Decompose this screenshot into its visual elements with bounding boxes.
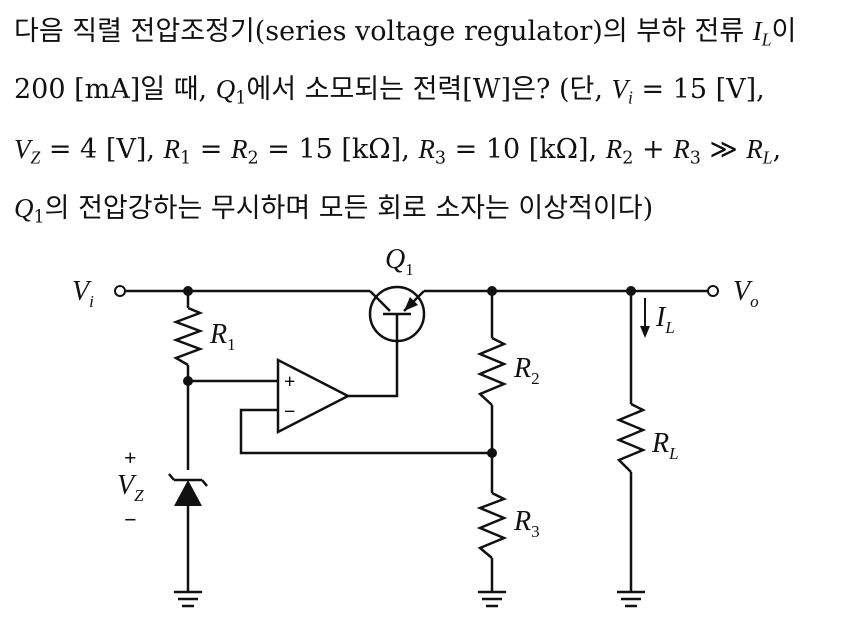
label-r2: R2 [513,353,540,388]
q1-symbol: Q [215,74,236,105]
r3-value: = 10 [kΩ], [446,133,606,165]
vi-symbol: V [611,74,629,105]
vz-minus: − [124,507,137,532]
transistor-circle [368,285,426,343]
problem-line-1: 다음 직렬 전압조정기(series voltage regulator)의 부… [14,6,859,64]
r2b-symbol: R [605,133,623,164]
circuit-labels: Vi Vo Q1 R1 R2 R3 RL IL VZ + − [72,244,759,541]
vz-symbol: V [14,133,31,164]
q1-symbol-2: Q [14,192,34,223]
label-vo: Vo [733,276,759,311]
rl-subscript: L [762,146,773,167]
vo-terminal [707,285,719,297]
label-q1: Q1 [385,244,414,279]
load-current-symbol: I [752,16,762,46]
line1-tail: 이 [771,16,797,47]
r3b-symbol: R [673,133,690,164]
zener-triangle [174,480,202,506]
r2-symbol: R [231,133,248,164]
circuit-diagram: + − Vi Vo Q1 R1 R2 R3 RL IL VZ [72,244,759,608]
problem-line-4: Q1의 전압강하는 무시하며 모든 회로 소자는 이상적이다) [14,183,859,242]
r3-symbol: R [418,133,435,164]
r3-subscript: 3 [434,147,447,168]
op-amp-minus: − [284,401,295,423]
plus-sign: + [633,133,674,165]
line3-end: , [772,133,782,165]
load-current-subscript: L [761,29,772,50]
much-greater-sign: ≫ [700,133,747,165]
r1-subscript: 1 [180,147,192,168]
line4-tail: 의 전압강하는 무시하며 모든 회로 소자는 이상적이다) [44,192,654,224]
line2-pre: 200 [mA]일 때, [14,74,216,106]
junction-dot [487,286,497,296]
junction-dots [183,286,636,458]
zener-diode [168,473,208,506]
line2-tail: = 15 [V], [632,74,765,106]
ground-symbols [174,590,645,608]
q1-subscript: 1 [235,88,247,109]
vi-subscript: i [628,87,633,108]
junction-dot [487,448,497,458]
junction-dot [183,376,193,386]
label-vz: VZ [117,470,144,505]
problem-line-3: VZ = 4 [V], R1 = R2 = 15 [kΩ], R3 = 10 [… [14,124,859,183]
op-amp: + − [276,357,351,435]
label-r1: R1 [209,319,236,354]
transistor-q1 [368,285,426,343]
zener-bar [168,473,208,487]
wire-opamp-to-base [348,340,399,398]
r3b-subscript: 3 [689,147,701,168]
r12-value: = 15 [kΩ], [258,133,419,165]
r2-subscript: 2 [247,147,259,168]
resistors [172,306,647,559]
op-amp-plus: + [284,371,295,393]
q1-subscript-2: 1 [33,207,45,227]
junction-dot [183,286,193,296]
ground-symbol-1 [174,590,202,608]
op-amp-triangle [276,357,351,435]
problem-line-2: 200 [mA]일 때, Q1에서 소모되는 전력[W]은? (단, Vi = … [14,64,859,123]
equals-sign: = [191,133,231,165]
arrow-head [640,326,650,338]
resistor-r2 [476,336,508,406]
vz-subscript: Z [30,146,41,167]
junction-dot [626,286,636,296]
label-il: IL [655,302,675,337]
emitter-arrow [404,297,418,311]
vi-terminal [114,285,126,297]
vz-value: = 4 [V], [40,133,164,165]
rl-symbol: R [746,133,763,164]
label-rl: RL [651,428,679,463]
r2b-subscript: 2 [622,147,634,168]
wire-feedback [239,408,492,455]
line2-mid: 에서 소모되는 전력[W]은? (단, [246,74,612,106]
problem-text: 다음 직렬 전압조정기(series voltage regulator)의 부… [14,6,859,242]
resistor-r3 [476,491,508,559]
vz-plus: + [124,445,137,470]
resistor-rl [615,402,647,473]
label-r3: R3 [513,506,540,541]
resistor-r1 [172,306,204,367]
circuit-wires [125,289,708,592]
label-vi: Vi [72,276,94,311]
r1-symbol: R [163,133,181,164]
load-current-arrow [640,298,650,338]
line1-text: 다음 직렬 전압조정기(series voltage regulator)의 부… [14,16,753,47]
ground-symbol-3 [617,590,645,608]
ground-symbol-2 [478,590,506,608]
